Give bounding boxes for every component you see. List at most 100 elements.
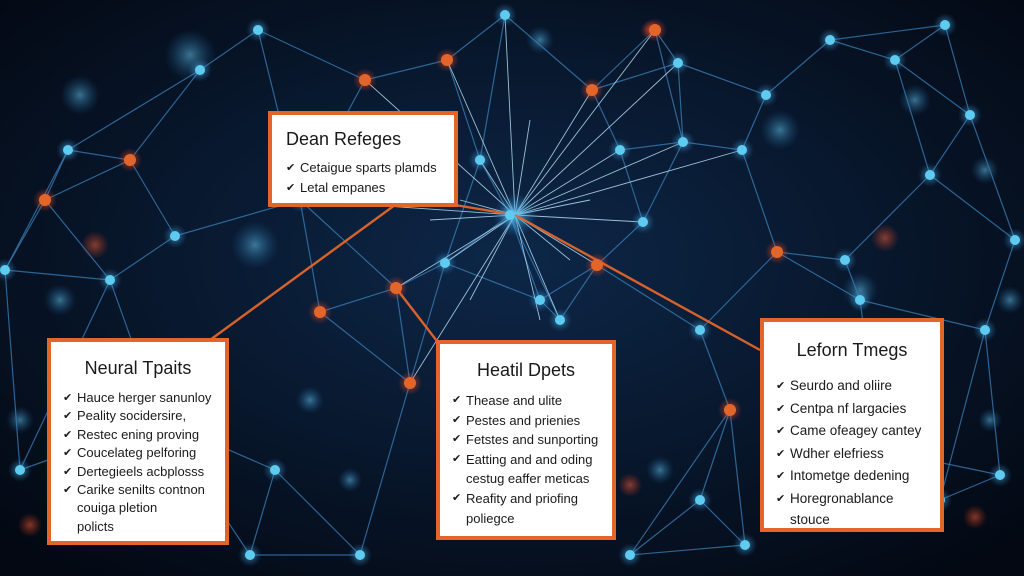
list-item: ✔Centpa nf largacies — [776, 398, 928, 421]
network-node — [673, 58, 683, 68]
network-node — [761, 90, 771, 100]
network-node — [591, 259, 603, 271]
network-node — [840, 255, 850, 265]
network-node — [170, 231, 180, 241]
bokeh-blob — [338, 468, 362, 492]
network-node — [1010, 235, 1020, 245]
bokeh-blob — [978, 408, 1002, 432]
list-item: ✔Thease and ulite — [452, 391, 600, 411]
network-node — [555, 315, 565, 325]
check-mark-icon: ✔ — [286, 178, 295, 198]
network-node — [500, 10, 510, 20]
bokeh-blob — [646, 456, 674, 484]
card-list: ✔Cetaigue sparts plamds ✔Letal empanes — [286, 158, 440, 198]
network-node — [359, 74, 371, 86]
network-node — [638, 217, 648, 227]
bokeh-blob — [971, 156, 999, 184]
list-item: ✔Came ofeagey cantey — [776, 420, 928, 443]
bokeh-blob — [60, 75, 100, 115]
network-node — [980, 325, 990, 335]
bokeh-blob — [996, 286, 1024, 314]
bokeh-blob — [760, 110, 800, 150]
bokeh-blob — [6, 406, 34, 434]
list-item: ✔Intometge dedening — [776, 465, 928, 488]
list-item: ✔Carike senilts contnoncouiga pletionpol… — [63, 481, 213, 536]
check-mark-icon: ✔ — [776, 398, 785, 421]
check-mark-icon: ✔ — [776, 443, 785, 466]
bokeh-blob — [81, 231, 109, 259]
list-item: ✔Letal empanes — [286, 178, 440, 198]
network-node — [245, 550, 255, 560]
list-item: ✔Cetaigue sparts plamds — [286, 158, 440, 178]
network-node — [995, 470, 1005, 480]
card-title: Heatil Dpets — [452, 360, 600, 381]
network-node — [586, 84, 598, 96]
network-node — [390, 282, 402, 294]
network-node — [825, 35, 835, 45]
bokeh-blob — [618, 473, 642, 497]
card-title: Neural Tpaits — [63, 358, 213, 379]
bokeh-blob — [963, 505, 987, 529]
list-item: ✔Hauce herger sanunloy — [63, 389, 213, 407]
network-node — [15, 465, 25, 475]
network-node — [270, 465, 280, 475]
network-node — [314, 306, 326, 318]
network-node — [615, 145, 625, 155]
network-node — [771, 246, 783, 258]
check-mark-icon: ✔ — [452, 450, 461, 470]
bokeh-blob — [44, 284, 76, 316]
check-mark-icon: ✔ — [776, 465, 785, 488]
card-neural-tpaits: Neural Tpaits ✔Hauce herger sanunloy ✔Pe… — [47, 338, 229, 545]
bokeh-blob — [18, 513, 42, 537]
network-node — [505, 210, 515, 220]
list-item: ✔Coucelateg pelforing — [63, 444, 213, 462]
card-list: ✔Thease and ulite ✔Pestes and prienies ✔… — [452, 391, 600, 528]
network-node — [678, 137, 688, 147]
check-mark-icon: ✔ — [776, 488, 785, 511]
card-dean-refeges: Dean Refeges ✔Cetaigue sparts plamds ✔Le… — [268, 111, 458, 207]
network-node — [737, 145, 747, 155]
network-node — [475, 155, 485, 165]
network-node — [625, 550, 635, 560]
list-item: ✔Wdher elefriess — [776, 443, 928, 466]
check-mark-icon: ✔ — [63, 407, 72, 425]
card-list: ✔Hauce herger sanunloy ✔Peality sociders… — [63, 389, 213, 536]
check-mark-icon: ✔ — [63, 444, 72, 462]
network-node — [965, 110, 975, 120]
card-list: ✔Seurdo and oliire ✔Centpa nf largacies … — [776, 375, 928, 530]
network-node — [740, 540, 750, 550]
network-node — [695, 325, 705, 335]
network-node — [39, 194, 51, 206]
network-node — [355, 550, 365, 560]
bokeh-blob — [231, 221, 279, 269]
check-mark-icon: ✔ — [776, 375, 785, 398]
check-mark-icon: ✔ — [452, 391, 461, 411]
check-mark-icon: ✔ — [452, 411, 461, 431]
network-node — [890, 55, 900, 65]
network-node — [124, 154, 136, 166]
check-mark-icon: ✔ — [63, 463, 72, 481]
network-node — [925, 170, 935, 180]
list-item: ✔Peality socidersire, — [63, 407, 213, 425]
bokeh-blob — [296, 386, 324, 414]
check-mark-icon: ✔ — [63, 389, 72, 407]
network-node — [855, 295, 865, 305]
network-node — [940, 20, 950, 30]
check-mark-icon: ✔ — [452, 430, 461, 450]
list-item: ✔Seurdo and oliire — [776, 375, 928, 398]
network-node — [649, 24, 661, 36]
bokeh-blob — [526, 26, 554, 54]
network-node — [105, 275, 115, 285]
network-node — [404, 377, 416, 389]
network-node — [724, 404, 736, 416]
card-title: Leforn Tmegs — [776, 340, 928, 361]
card-heatil-dpets: Heatil Dpets ✔Thease and ulite ✔Pestes a… — [436, 340, 616, 540]
network-node — [441, 54, 453, 66]
list-item: ✔Fetstes and sunporting — [452, 430, 600, 450]
network-node — [695, 495, 705, 505]
card-leforn-tmegs: Leforn Tmegs ✔Seurdo and oliire ✔Centpa … — [760, 318, 944, 532]
check-mark-icon: ✔ — [63, 426, 72, 444]
list-item: ✔Reafity and priofingpoliegce — [452, 489, 600, 528]
check-mark-icon: ✔ — [452, 489, 461, 509]
list-item: ✔Pestes and prienies — [452, 411, 600, 431]
